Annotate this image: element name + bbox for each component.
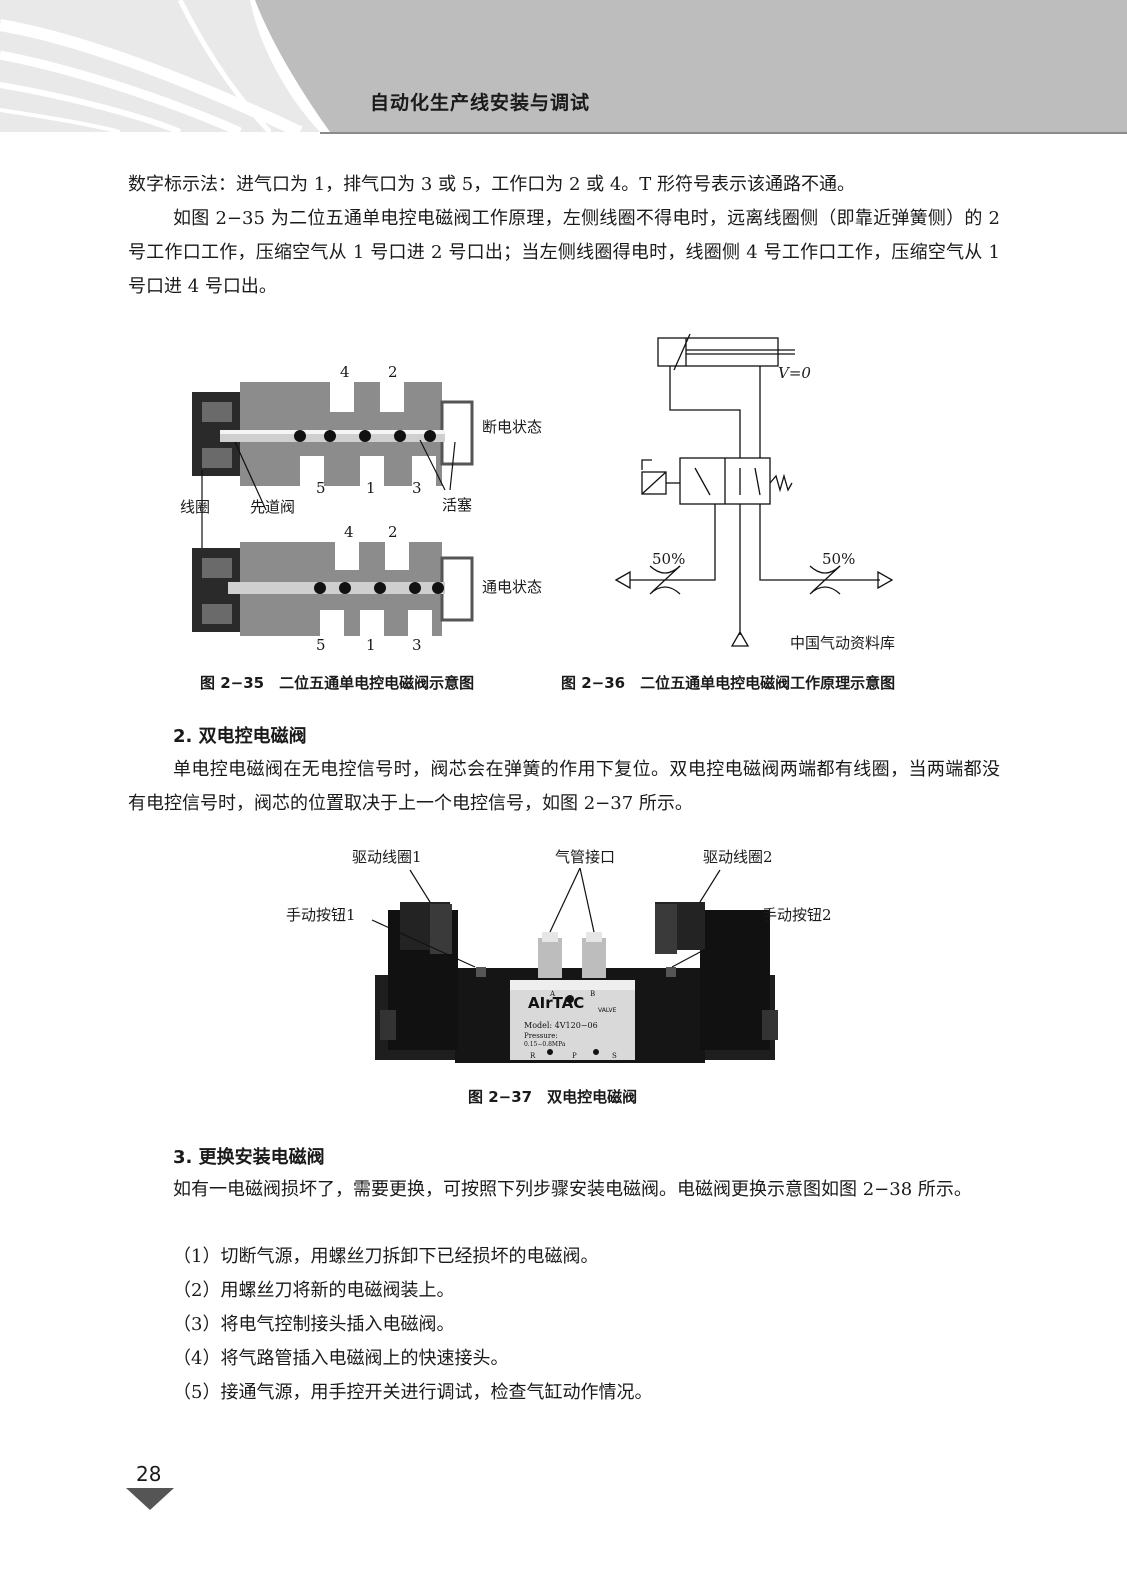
page-header: 自动化生产线安装与调试: [0, 0, 1127, 140]
port-1-label-bottom: 1: [366, 636, 376, 654]
port-4-label-bottom: 4: [344, 523, 354, 541]
figure-2-35-valve-diagram: 4 2 5 1 3 断电状态 线圈 先道阀 活塞 4 2 5 1 3 通电状态: [180, 363, 542, 654]
air-port-label: 气管接口: [555, 848, 615, 866]
left-percent-label: 50%: [652, 550, 685, 568]
step-2: （2）用螺丝刀将新的电磁阀装上。: [173, 1280, 455, 1301]
velocity-label: V=0: [778, 364, 811, 382]
piston-label: 活塞: [442, 496, 472, 514]
page-number: 28: [136, 1462, 162, 1486]
state-on-label: 通电状态: [482, 578, 542, 596]
header-decoration: [0, 0, 1127, 138]
coil-1-label: 驱动线圈1: [352, 848, 422, 866]
step-1: （1）切断气源，用螺丝刀拆卸下已经损坏的电磁阀。: [173, 1246, 599, 1267]
section-3-paragraph: 如有一电磁阀损坏了，需要更换，可按照下列步骤安装电磁阀。电磁阀更换示意图如图 2…: [173, 1179, 972, 1200]
port-p-text: P: [572, 1052, 577, 1060]
section-2-heading: 2. 双电控电磁阀: [173, 726, 307, 747]
pressure-range-text: 0.15−0.8MPa: [524, 1041, 566, 1048]
port-2-label-top: 2: [388, 363, 398, 381]
page-marker-triangle: [126, 1488, 174, 1510]
model-text: Model: 4V120−06: [524, 1021, 598, 1030]
port-a-text: A: [549, 990, 556, 998]
intro-text: 数字标示法：进气口为 1，排气口为 3 或 5，工作口为 2 或 4。T 形符号…: [128, 168, 1000, 304]
coil-2-label: 驱动线圈2: [703, 848, 773, 866]
step-3: （3）将电气控制接头插入电磁阀。: [173, 1314, 455, 1335]
valve-on-state: [192, 542, 474, 636]
intro-paragraph-2: 如图 2−35 为二位五通单电控电磁阀工作原理，左侧线圈不得电时，远离线圈侧（即…: [128, 208, 1000, 297]
port-3-label-bottom: 3: [412, 636, 422, 654]
running-title: 自动化生产线安装与调试: [370, 92, 591, 114]
pressure-text: Pressure:: [524, 1032, 558, 1040]
step-4: （4）将气路管插入电磁阀上的快速接头。: [173, 1348, 509, 1369]
button-2-label: 手动按钮2: [762, 906, 832, 924]
section-2-paragraph: 单电控电磁阀在无电控信号时，阀芯会在弹簧的作用下复位。双电控电磁阀两端都有线圈，…: [128, 759, 1000, 814]
port-5-label-bottom: 5: [316, 636, 326, 654]
figure-2-36-caption: 图 2−36 二位五通单电控电磁阀工作原理示意图: [561, 674, 896, 692]
figure-2-37-valve-photo: 驱动线圈1 气管接口 驱动线圈2 手动按钮1 手动按钮2 AIrTAC VALV…: [286, 848, 832, 1063]
intro-line-1: 数字标示法：进气口为 1，排气口为 3 或 5，工作口为 2 或 4。T 形符号…: [128, 174, 856, 195]
pilot-valve-label: 先道阀: [250, 498, 295, 516]
port-b-text: B: [590, 990, 595, 998]
port-s-text: S: [612, 1052, 617, 1060]
brand-logo: AIrTAC: [528, 994, 584, 1012]
figure-2-35-caption: 图 2−35 二位五通单电控电磁阀示意图: [200, 674, 475, 692]
figure-2-36-schematic: V=0 50% 50% 中国气动资料库: [614, 333, 895, 652]
port-r-text: R: [530, 1052, 536, 1060]
port-5-label-top: 5: [316, 479, 326, 497]
figure-2-37-caption: 图 2−37 双电控电磁阀: [468, 1088, 638, 1106]
right-percent-label: 50%: [822, 550, 855, 568]
watermark-text: 中国气动资料库: [790, 634, 895, 652]
coil-label: 线圈: [180, 498, 210, 516]
port-2-label-bottom: 2: [388, 523, 398, 541]
port-3-label-top: 3: [412, 479, 422, 497]
valve-text: VALVE: [598, 1007, 617, 1014]
port-4-label-top: 4: [340, 363, 350, 381]
button-1-label: 手动按钮1: [286, 906, 356, 924]
section-3-heading: 3. 更换安装电磁阀: [173, 1147, 325, 1168]
step-5: （5）接通气源，用手控开关进行调试，检查气缸动作情况。: [173, 1382, 653, 1403]
port-1-label-top: 1: [366, 479, 376, 497]
valve-off-state: [192, 382, 474, 486]
state-off-label: 断电状态: [482, 418, 542, 436]
valve-nameplate: AIrTAC VALVE Model: 4V120−06 Pressure: 0…: [524, 990, 617, 1060]
